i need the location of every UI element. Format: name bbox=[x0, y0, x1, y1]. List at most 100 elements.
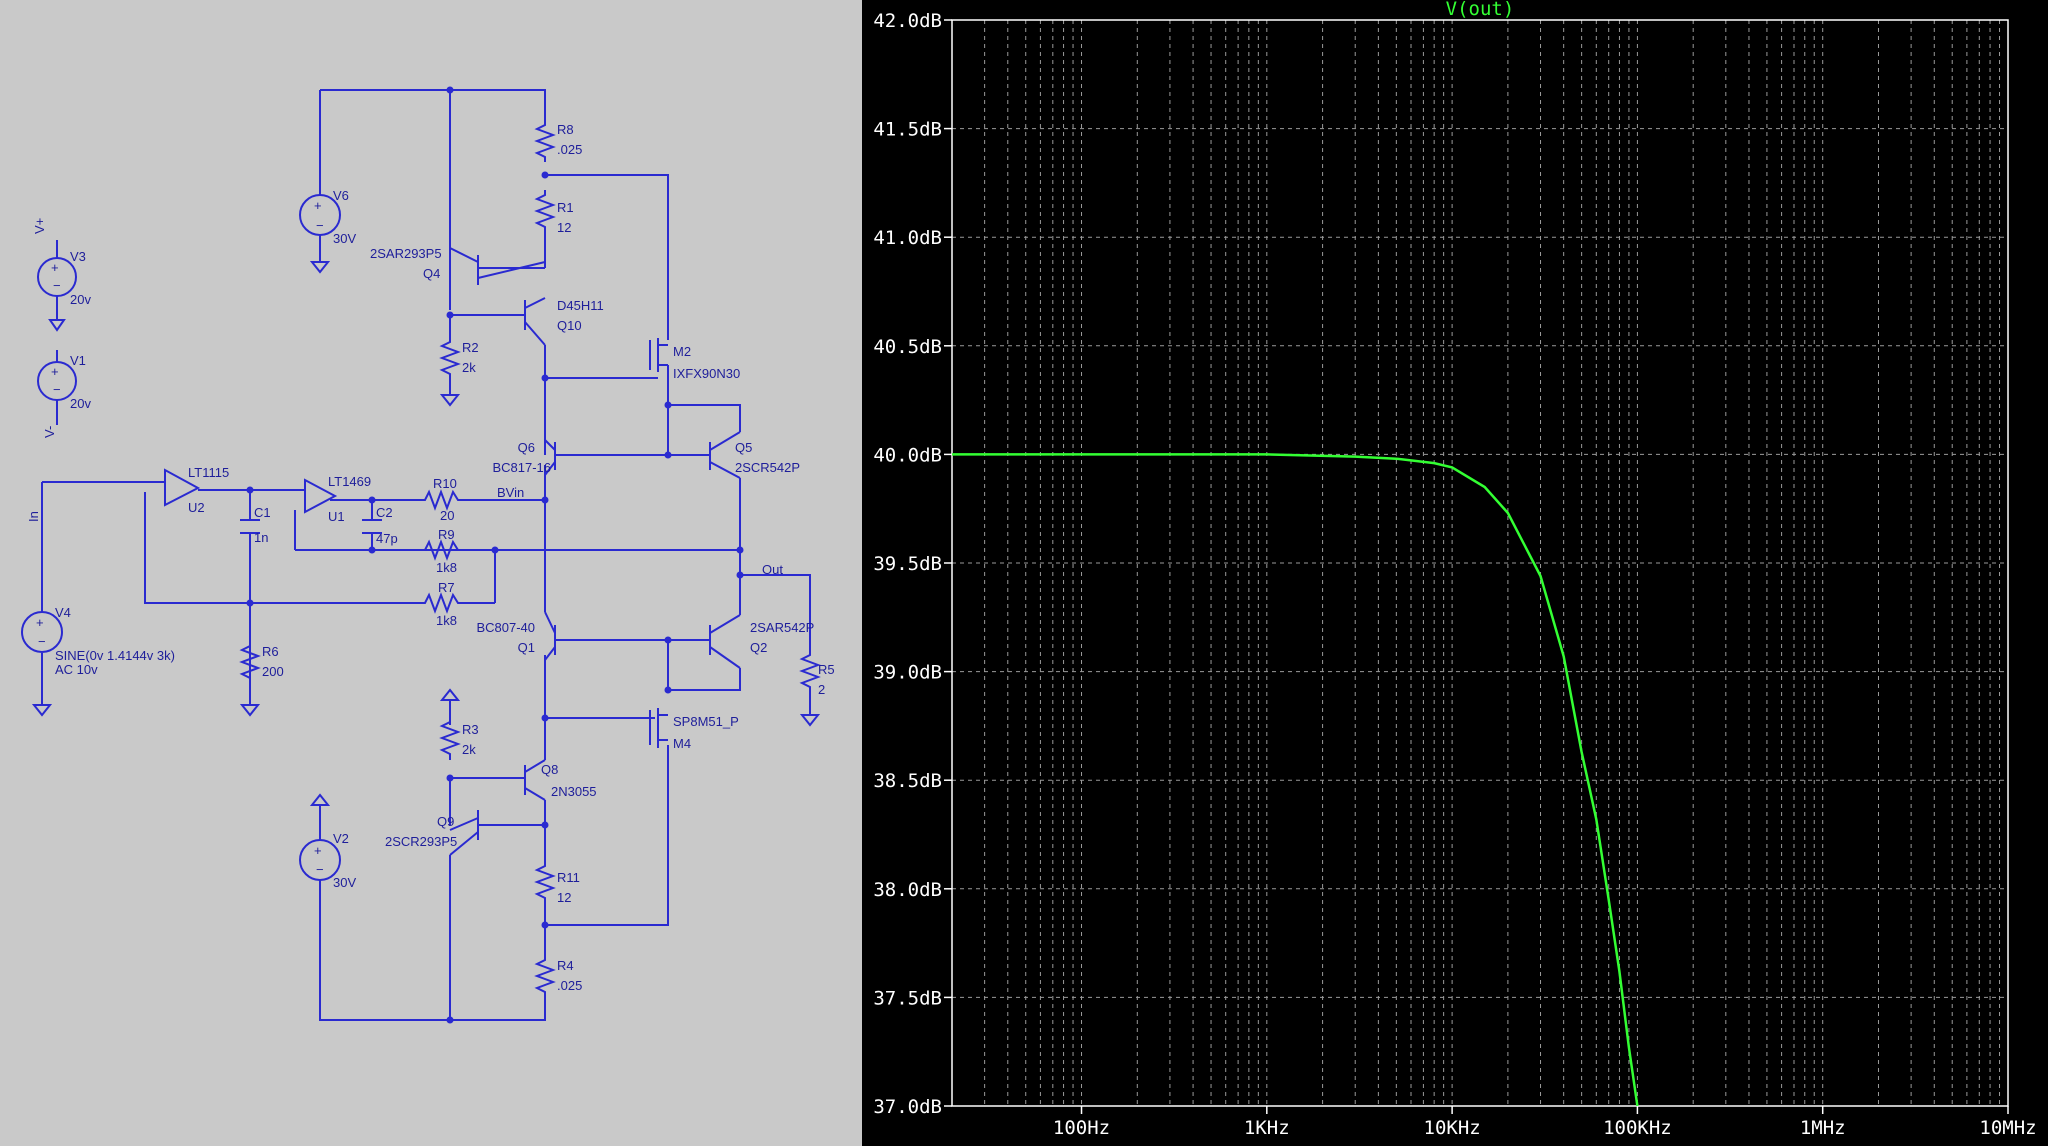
y-tick-label: 38.5dB bbox=[873, 770, 942, 792]
plot-canvas[interactable]: 42.0dB41.5dB41.0dB40.5dB40.0dB39.5dB39.0… bbox=[862, 0, 2048, 1146]
transistors bbox=[449, 247, 741, 856]
svg-text:+: + bbox=[51, 364, 59, 379]
y-axis: 42.0dB41.5dB41.0dB40.5dB40.0dB39.5dB39.0… bbox=[873, 10, 952, 1118]
svg-text:−: − bbox=[38, 634, 46, 649]
label-M4-part: SP8M51_P bbox=[673, 714, 739, 729]
x-tick-label: 100Hz bbox=[1053, 1117, 1110, 1139]
x-tick-label: 1MHz bbox=[1800, 1117, 1846, 1139]
trace-line[interactable] bbox=[952, 453, 1639, 1107]
label-R7: R7 bbox=[438, 580, 455, 595]
label-V3-value: 20v bbox=[70, 292, 91, 307]
label-Q10-part: D45H11 bbox=[557, 298, 604, 313]
label-Q9: Q9 bbox=[437, 814, 454, 829]
label-M4: M4 bbox=[673, 736, 691, 751]
label-R6-value: 200 bbox=[262, 664, 284, 679]
label-Q2-part: 2SAR542P bbox=[750, 620, 814, 635]
svg-text:−: − bbox=[53, 278, 61, 293]
y-tick-label: 40.5dB bbox=[873, 336, 942, 358]
label-R10-value: 20 bbox=[440, 508, 454, 523]
label-U1-part: LT1469 bbox=[328, 474, 371, 489]
label-Q10: Q10 bbox=[557, 318, 582, 333]
label-C2-value: 47p bbox=[376, 531, 398, 546]
plot-grid bbox=[952, 20, 2008, 1106]
label-R1: R1 bbox=[557, 200, 574, 215]
label-R11-value: 12 bbox=[557, 890, 571, 905]
y-tick-label: 37.0dB bbox=[873, 1096, 942, 1118]
resistors bbox=[239, 120, 821, 1000]
y-tick-label: 39.0dB bbox=[873, 662, 942, 684]
svg-text:−: − bbox=[316, 218, 324, 233]
label-Q5-part: 2SCR542P bbox=[735, 460, 800, 475]
label-R8-value: .025 bbox=[557, 142, 582, 157]
y-tick-label: 41.5dB bbox=[873, 119, 942, 141]
voltage-sources bbox=[21, 194, 341, 881]
junction-dots bbox=[246, 86, 744, 1024]
x-tick-label: 10MHz bbox=[1979, 1117, 2036, 1139]
label-M2-part: IXFX90N30 bbox=[673, 366, 740, 381]
label-Q1-part: BC807-40 bbox=[476, 620, 535, 635]
svg-text:+: + bbox=[51, 260, 59, 275]
label-R10: R10 bbox=[433, 476, 457, 491]
label-C2: C2 bbox=[376, 505, 393, 520]
label-Q8: Q8 bbox=[541, 762, 558, 777]
schematic-wires bbox=[41, 89, 811, 1021]
label-Q8-part: 2N3055 bbox=[551, 784, 597, 799]
label-R3: R3 bbox=[462, 722, 479, 737]
y-tick-label: 39.5dB bbox=[873, 553, 942, 575]
label-Q5: Q5 bbox=[735, 440, 752, 455]
label-V3-plus: V+ bbox=[32, 218, 47, 234]
y-tick-label: 42.0dB bbox=[873, 10, 942, 32]
source-polarity: +− +− +− +− +− bbox=[36, 198, 324, 877]
x-tick-label: 1KHz bbox=[1244, 1117, 1290, 1139]
label-V1: V1 bbox=[70, 353, 86, 368]
label-R4: R4 bbox=[557, 958, 574, 973]
label-R4-value: .025 bbox=[557, 978, 582, 993]
x-axis: 100Hz 1KHz 10KHz 100KHz 1MHz 10MHz bbox=[1053, 1106, 2037, 1139]
label-R9-value: 1k8 bbox=[436, 560, 457, 575]
label-C1-value: 1n bbox=[254, 530, 268, 545]
svg-text:−: − bbox=[53, 382, 61, 397]
label-Q4: Q4 bbox=[423, 266, 440, 281]
label-U1: U1 bbox=[328, 509, 345, 524]
net-label-in: In bbox=[26, 511, 41, 522]
label-Q9-part: 2SCR293P5 bbox=[385, 834, 457, 849]
trace-label[interactable]: V(out) bbox=[1446, 0, 1515, 20]
label-V4-value-2: AC 10v bbox=[55, 662, 98, 677]
label-V1-value: 20v bbox=[70, 396, 91, 411]
label-V4-value-1: SINE(0v 1.4144v 3k) bbox=[55, 648, 175, 663]
schematic-canvas[interactable]: +− +− +− +− +− bbox=[0, 0, 862, 1146]
label-C1: C1 bbox=[254, 505, 271, 520]
label-U2-part: LT1115 bbox=[188, 465, 229, 480]
svg-text:−: − bbox=[316, 862, 324, 877]
y-tick-label: 38.0dB bbox=[873, 879, 942, 901]
net-label-out: Out bbox=[762, 562, 783, 577]
label-Q2: Q2 bbox=[750, 640, 767, 655]
label-R3-value: 2k bbox=[462, 742, 476, 757]
capacitors bbox=[240, 519, 382, 534]
label-M2: M2 bbox=[673, 344, 691, 359]
label-U2: U2 bbox=[188, 500, 205, 515]
label-V3: V3 bbox=[70, 249, 86, 264]
svg-text:+: + bbox=[314, 843, 322, 858]
net-label-bvin: BVin bbox=[497, 485, 524, 500]
y-tick-label: 37.5dB bbox=[873, 987, 942, 1009]
x-tick-label: 10KHz bbox=[1424, 1117, 1481, 1139]
x-tick-label: 100KHz bbox=[1603, 1117, 1672, 1139]
label-R2: R2 bbox=[462, 340, 479, 355]
label-R1-value: 12 bbox=[557, 220, 571, 235]
label-Q4-part: 2SAR293P5 bbox=[370, 246, 442, 261]
label-V4: V4 bbox=[55, 605, 71, 620]
label-V1-minus: V- bbox=[42, 426, 57, 438]
label-Q6-part: BC817-16 bbox=[492, 460, 551, 475]
label-R6: R6 bbox=[262, 644, 279, 659]
label-V6-value: 30V bbox=[333, 231, 356, 246]
label-R8: R8 bbox=[557, 122, 574, 137]
y-tick-label: 40.0dB bbox=[873, 444, 942, 466]
schematic-pane[interactable]: +− +− +− +− +− bbox=[0, 0, 862, 1146]
label-V6: V6 bbox=[333, 188, 349, 203]
label-R2-value: 2k bbox=[462, 360, 476, 375]
component-labels: R8 .025 R1 12 V6 30V V+ V3 20v V1 20v V-… bbox=[26, 122, 835, 993]
label-V2-value: 30V bbox=[333, 875, 356, 890]
svg-text:+: + bbox=[314, 198, 322, 213]
